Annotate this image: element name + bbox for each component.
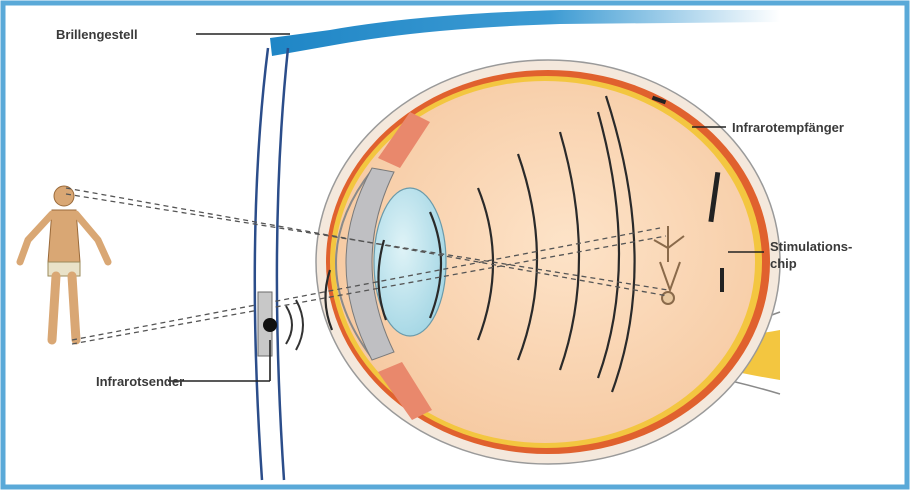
label-infrared-sender: Infrarotsender xyxy=(96,373,184,390)
infrared-waves-icon xyxy=(286,300,303,350)
glasses-lens xyxy=(255,48,288,480)
label-infrared-receiver: Infrarotempfänger xyxy=(732,119,844,136)
label-stimulation-chip: Stimulations- chip xyxy=(770,238,880,272)
label-glasses-frame: Brillengestell xyxy=(56,26,138,43)
infrared-sender-icon xyxy=(263,318,277,332)
label-stimulation-chip-line1: Stimulations- xyxy=(770,238,880,255)
glasses-frame-top xyxy=(270,10,780,56)
person-figure xyxy=(20,186,108,340)
label-stimulation-chip-line2: chip xyxy=(770,255,880,272)
chip-lead xyxy=(720,268,724,292)
